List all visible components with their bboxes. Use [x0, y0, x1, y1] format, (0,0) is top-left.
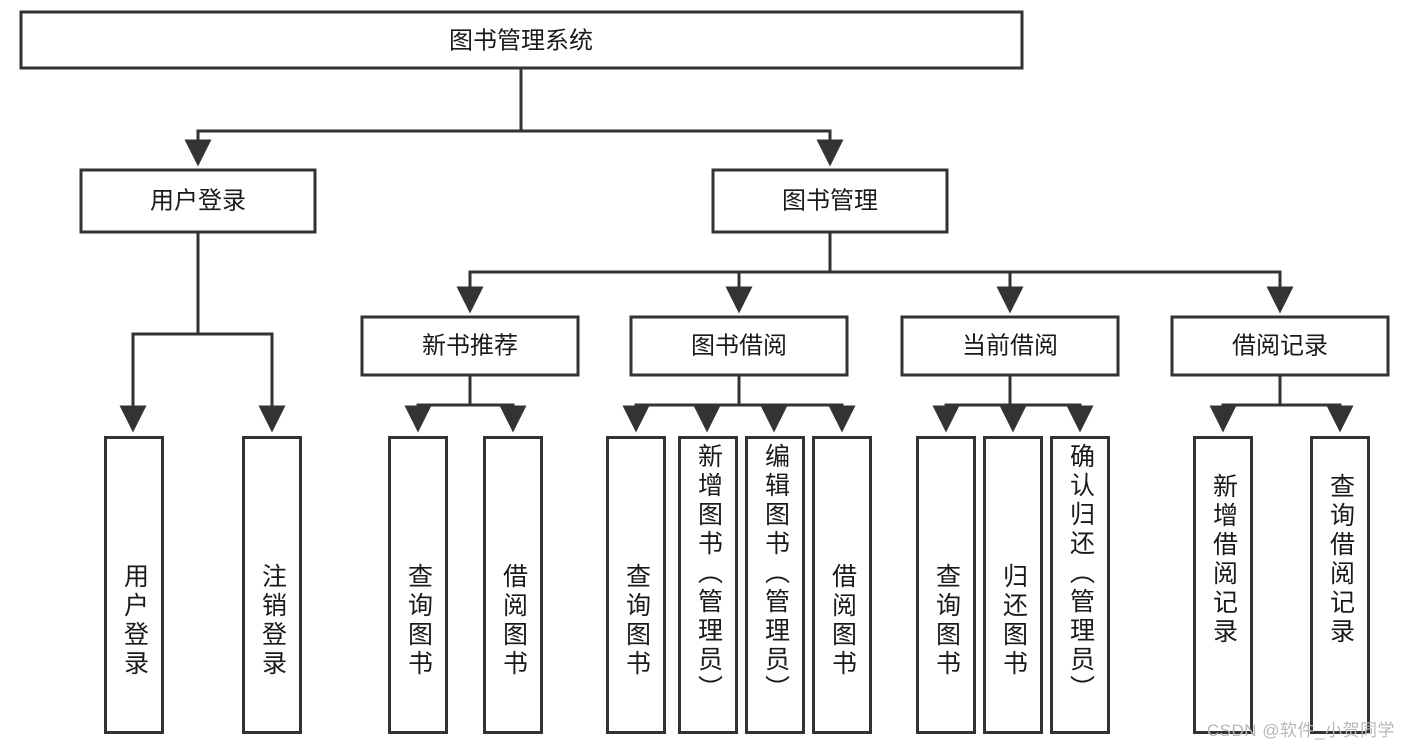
node-book-borrow[interactable]: 图书借阅: [629, 315, 849, 377]
node-new-book-recommend-label: 新书推荐: [422, 332, 518, 359]
node-leaf-query-book-2-label: 查询图书: [622, 563, 651, 679]
node-leaf-user-login[interactable]: 用户登录: [104, 436, 164, 734]
connectors-borrow-record-to-leaves: [1209, 373, 1354, 433]
connectors-new-book-recommend-to-leaves: [404, 373, 527, 433]
node-leaf-query-book-1-label: 查询图书: [404, 563, 433, 679]
node-user-login-label: 用户登录: [150, 187, 246, 214]
node-current-borrow-label: 当前借阅: [962, 332, 1058, 359]
node-leaf-return-book[interactable]: 归还图书: [983, 436, 1043, 734]
node-leaf-confirm-return-label: 确认归还（管理员）: [1066, 443, 1095, 704]
connectors-book-borrow-to-leaves: [622, 373, 856, 433]
node-leaf-confirm-return[interactable]: 确认归还（管理员）: [1050, 436, 1110, 734]
node-leaf-edit-book-label: 编辑图书（管理员）: [761, 443, 790, 704]
node-current-borrow[interactable]: 当前借阅: [900, 315, 1120, 377]
node-user-login-box[interactable]: [79, 168, 317, 234]
connectors-root-to-level2: [184, 66, 844, 167]
node-root-box[interactable]: [19, 10, 1024, 70]
node-leaf-query-record[interactable]: 查询借阅记录: [1310, 436, 1370, 734]
node-leaf-user-logout[interactable]: 注销登录: [242, 436, 302, 734]
node-leaf-user-logout-label: 注销登录: [258, 563, 287, 679]
node-book-management-label: 图书管理: [782, 187, 878, 214]
node-book-management[interactable]: 图书管理: [711, 168, 949, 234]
csdn-watermark: CSDN @软件_小贺同学: [1206, 721, 1395, 740]
node-leaf-query-book-2[interactable]: 查询图书: [606, 436, 666, 734]
node-leaf-query-book-3[interactable]: 查询图书: [916, 436, 976, 734]
node-new-book-recommend-box[interactable]: [360, 315, 580, 377]
connectors-current-borrow-to-leaves: [932, 373, 1094, 433]
node-leaf-query-book-1[interactable]: 查询图书: [388, 436, 448, 734]
node-leaf-add-book-label: 新增图书（管理员）: [694, 443, 723, 704]
node-leaf-borrow-book-1-label: 借阅图书: [499, 563, 528, 679]
connectors-user-login-to-leaves: [119, 230, 286, 433]
node-leaf-edit-book[interactable]: 编辑图书（管理员）: [745, 436, 805, 734]
node-leaf-borrow-book-2-label: 借阅图书: [828, 563, 857, 679]
node-book-borrow-box[interactable]: [629, 315, 849, 377]
node-leaf-borrow-book-1[interactable]: 借阅图书: [483, 436, 543, 734]
node-leaf-add-record-label: 新增借阅记录: [1209, 473, 1238, 647]
node-book-management-box[interactable]: [711, 168, 949, 234]
node-borrow-record-box[interactable]: [1170, 315, 1390, 377]
node-leaf-query-book-3-label: 查询图书: [932, 563, 961, 679]
node-leaf-borrow-book-2[interactable]: 借阅图书: [812, 436, 872, 734]
node-book-borrow-label: 图书借阅: [691, 332, 787, 359]
node-leaf-return-book-label: 归还图书: [999, 563, 1028, 679]
node-leaf-query-record-label: 查询借阅记录: [1326, 473, 1355, 647]
node-root-label: 图书管理系统: [449, 27, 593, 54]
node-borrow-record-label: 借阅记录: [1232, 332, 1328, 359]
node-user-login[interactable]: 用户登录: [79, 168, 317, 234]
node-leaf-add-record[interactable]: 新增借阅记录: [1193, 436, 1253, 734]
node-new-book-recommend[interactable]: 新书推荐: [360, 315, 580, 377]
node-borrow-record[interactable]: 借阅记录: [1170, 315, 1390, 377]
node-leaf-user-login-label: 用户登录: [120, 563, 149, 679]
node-current-borrow-box[interactable]: [900, 315, 1120, 377]
node-leaf-add-book[interactable]: 新增图书（管理员）: [678, 436, 738, 734]
connectors-book-management-to-level3: [456, 230, 1294, 314]
node-root[interactable]: 图书管理系统: [19, 10, 1024, 70]
